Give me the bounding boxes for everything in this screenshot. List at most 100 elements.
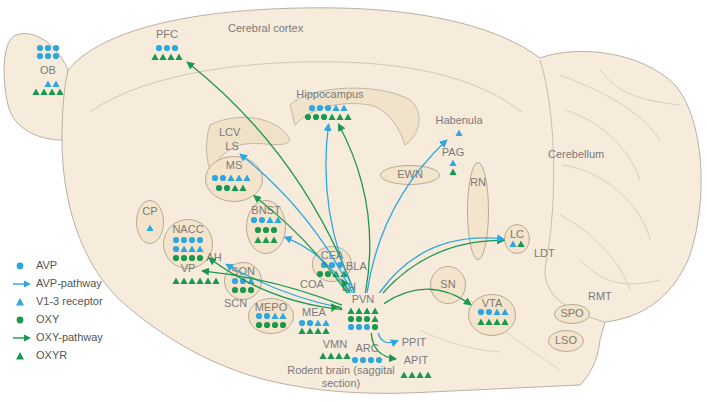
marker-dot xyxy=(299,320,305,326)
region-label: PFC xyxy=(126,28,208,41)
marker-triangle xyxy=(424,371,431,378)
marker-dot xyxy=(305,114,311,120)
marker-triangle xyxy=(493,318,500,325)
legend-label: AVP xyxy=(36,259,57,272)
marker-triangle xyxy=(175,53,182,60)
marker-triangle xyxy=(231,184,238,191)
marker-dot xyxy=(364,324,370,330)
legend-label: OXY xyxy=(36,313,59,326)
marker-dot xyxy=(352,357,358,363)
marker-triangle xyxy=(322,327,329,334)
region-label: CP xyxy=(116,205,184,218)
marker-triangle xyxy=(327,352,334,359)
marker-dot xyxy=(348,316,354,322)
region-text: Cerebral cortex xyxy=(228,22,303,35)
region-label: Habenula xyxy=(414,114,504,127)
legend-label: V1-3 receptor xyxy=(36,295,103,308)
pathway-arrow xyxy=(285,237,349,293)
marker-dot xyxy=(264,313,270,319)
marker-triangle xyxy=(188,245,195,252)
marker-dot xyxy=(251,217,257,223)
marker-dot xyxy=(248,287,254,293)
legend-swatch xyxy=(17,317,24,324)
marker-triangle xyxy=(167,53,174,60)
marker-dot xyxy=(280,322,286,328)
marker-dot xyxy=(220,175,226,181)
marker-dot xyxy=(173,237,179,243)
marker-triangle xyxy=(355,307,362,314)
region-text: COA xyxy=(300,278,324,291)
marker-triangle xyxy=(254,236,261,243)
marker-dot xyxy=(37,53,43,59)
marker-dot xyxy=(376,357,382,363)
region-text: LCV xyxy=(219,126,240,139)
marker-triangle xyxy=(235,174,242,181)
marker-triangle xyxy=(243,174,250,181)
marker-triangle xyxy=(493,308,500,315)
marker-triangle xyxy=(328,113,335,120)
legend-arrow-line xyxy=(13,337,25,338)
marker-dot xyxy=(197,237,203,243)
marker-dot xyxy=(272,322,278,328)
marker-dot xyxy=(263,227,269,233)
region-label: RN xyxy=(447,176,509,189)
brain-region: ARC xyxy=(352,342,382,356)
marker-triangle xyxy=(408,371,415,378)
marker-dot xyxy=(37,45,43,51)
brain-region: LS xyxy=(220,140,244,154)
region-label: SPO xyxy=(534,307,610,320)
legend-label: OXY-pathway xyxy=(36,331,103,344)
marker-triangle xyxy=(314,319,321,326)
marker-triangle xyxy=(477,318,484,325)
region-label: ARC xyxy=(332,342,402,355)
marker-triangle xyxy=(204,277,211,284)
marker-dot xyxy=(216,185,222,191)
marker-triangle xyxy=(455,129,462,136)
marker-triangle xyxy=(32,88,39,95)
marker-dot xyxy=(173,246,179,252)
cerebellum-boundary xyxy=(540,60,605,322)
marker-triangle xyxy=(159,53,166,60)
olfactory-bulb-outline xyxy=(4,34,68,140)
marker-triangle xyxy=(196,245,203,252)
marker-triangle xyxy=(336,113,343,120)
marker-dot xyxy=(45,53,51,59)
marker-triangle xyxy=(172,277,179,284)
legend-arrow-head xyxy=(24,281,31,288)
region-label: NACC xyxy=(143,223,233,236)
brain-region-ellipse: VTA xyxy=(468,294,516,336)
marker-dot xyxy=(259,217,265,223)
marker-triangle xyxy=(343,352,350,359)
pathway-arrow xyxy=(379,238,504,293)
marker-triangle xyxy=(196,277,203,284)
marker-dot xyxy=(372,324,378,330)
marker-dot xyxy=(256,313,262,319)
marker-dot xyxy=(45,45,51,51)
marker-dot xyxy=(256,322,262,328)
pathway-arrow xyxy=(202,271,342,305)
region-label: LC xyxy=(484,228,550,241)
pathway-arrow xyxy=(338,124,369,293)
brain-region: VMN xyxy=(318,338,352,352)
marker-triangle xyxy=(363,307,370,314)
marker-triangle xyxy=(517,240,524,247)
marker-triangle xyxy=(509,240,516,247)
marker-triangle xyxy=(501,308,508,315)
marker-dot xyxy=(325,105,331,111)
marker-dot xyxy=(240,287,246,293)
marker-dot xyxy=(321,114,327,120)
marker-triangle xyxy=(371,315,378,322)
brain-region-ellipse: LC xyxy=(504,224,530,254)
marker-dot xyxy=(317,105,323,111)
marker-triangle xyxy=(279,312,286,319)
brain-region: PPIT xyxy=(398,336,430,350)
legend-swatch xyxy=(16,352,24,360)
pathway-arrow xyxy=(378,333,398,343)
legend-swatch xyxy=(13,281,31,288)
region-text: RMT xyxy=(588,290,612,303)
marker-triangle xyxy=(52,80,59,87)
marker-triangle xyxy=(151,53,158,60)
